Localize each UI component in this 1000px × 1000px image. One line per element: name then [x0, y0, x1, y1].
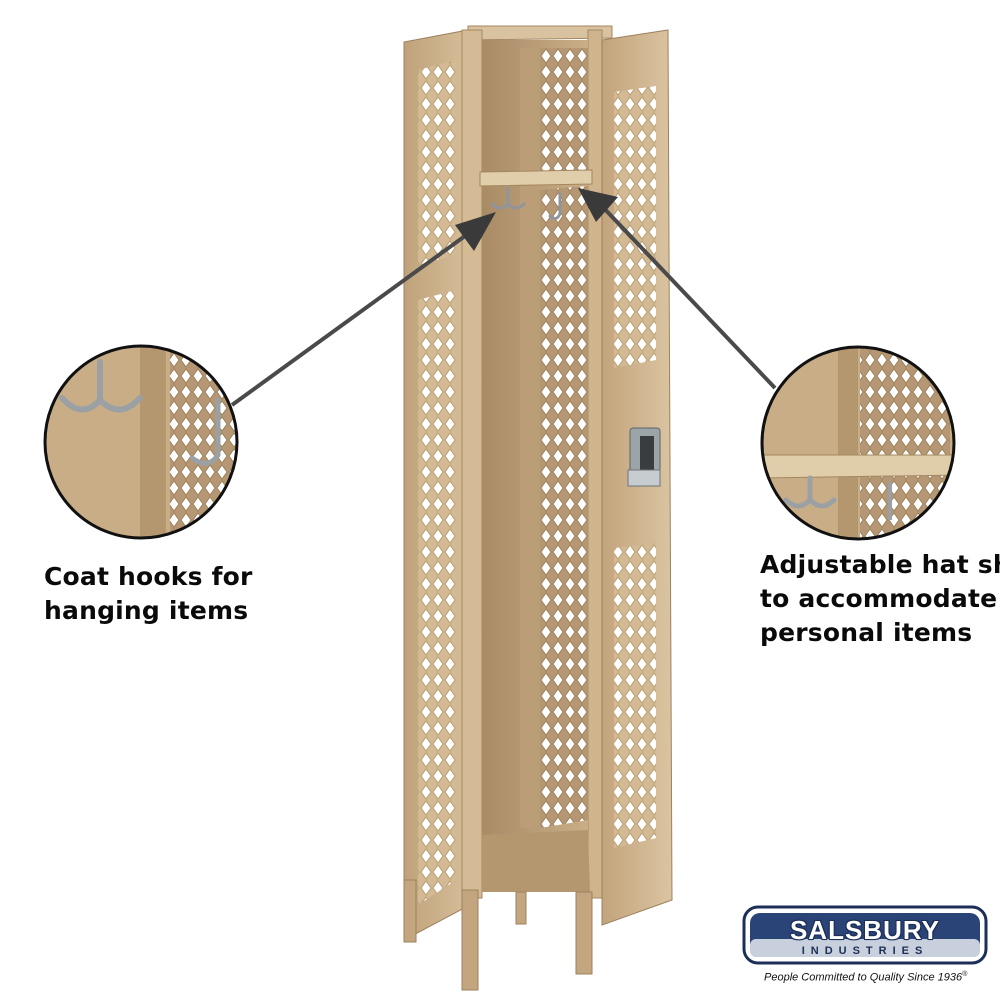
locker-door	[601, 29, 673, 926]
hat-shelf-caption-line-3: personal items	[760, 618, 973, 647]
pointer-arrow-left	[230, 212, 496, 407]
locker-interior	[482, 40, 590, 892]
trademark-mark: ®	[962, 971, 968, 978]
logo-badge-icon	[742, 905, 988, 965]
coat-hooks-caption: Coat hooks for hanging items	[44, 560, 253, 628]
hat-shelf-caption-line-2: to accommodate	[760, 584, 998, 613]
hat-shelf-caption-line-1: Adjustable hat shelf	[760, 550, 1000, 579]
brand-tagline: People Committed to Quality Since 1936®	[764, 971, 994, 984]
hat-shelf-caption: Adjustable hat shelf to accommodate pers…	[760, 548, 1000, 650]
pointer-arrow-right	[578, 188, 777, 390]
coat-hooks-caption-line-1: Coat hooks for	[44, 562, 253, 591]
brand-logo: SALSBURY INDUSTRIES People Committed to …	[742, 905, 988, 990]
brand-name: SALSBURY	[789, 915, 941, 945]
brand-tagline-text: People Committed to Quality Since 1936	[764, 971, 963, 984]
locker-side-panel	[403, 29, 471, 941]
coat-hook-detail-icon	[43, 344, 239, 540]
coat-hooks-caption-line-2: hanging items	[44, 596, 249, 625]
coat-hook-icon	[490, 186, 562, 221]
hat-shelf	[479, 169, 593, 187]
brand-subtitle: INDUSTRIES	[801, 945, 929, 957]
locker-legs	[403, 879, 593, 991]
hat-shelf-detail-icon	[760, 345, 956, 541]
